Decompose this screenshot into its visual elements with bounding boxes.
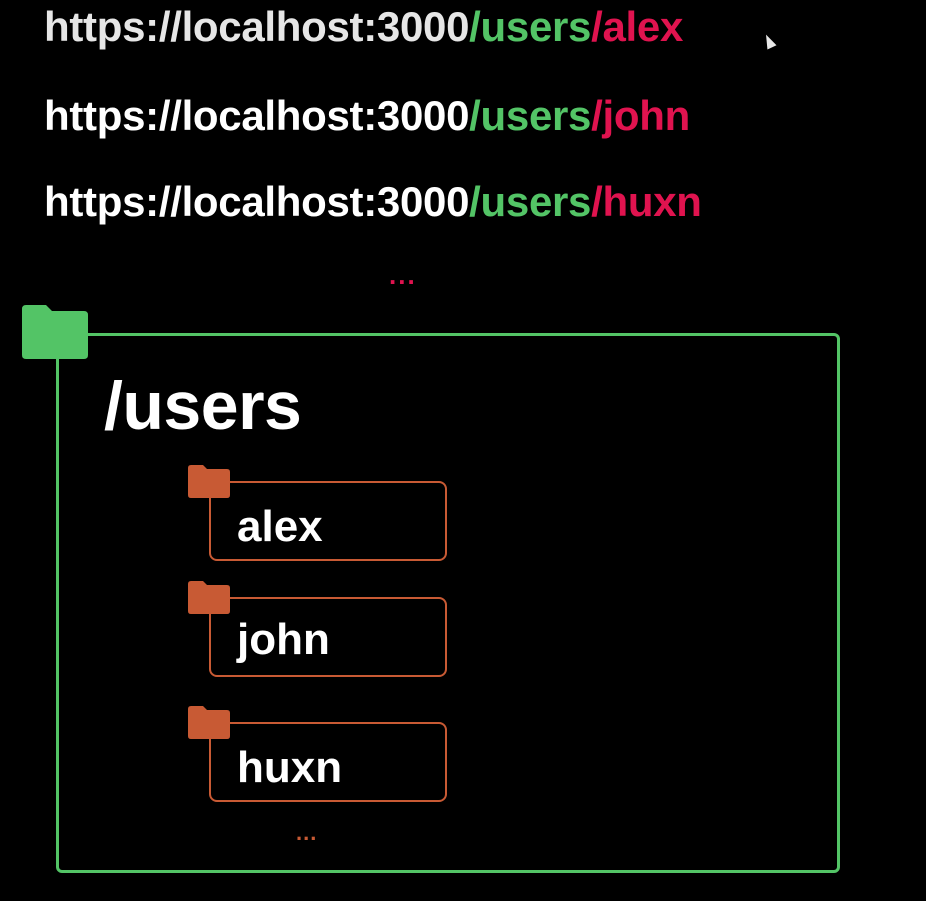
child-folder-label: john <box>237 615 330 664</box>
folder-icon <box>188 581 230 614</box>
url-segment-users: users <box>480 178 592 225</box>
child-folder-label: alex <box>237 502 323 551</box>
users-folder-box <box>56 333 840 873</box>
child-folder-box-huxn <box>209 722 447 802</box>
url-line-john: https://localhost:3000/users/john <box>44 95 690 137</box>
folder-icon <box>22 305 88 359</box>
children-ellipsis: ... <box>296 820 318 845</box>
url-param: alex <box>602 3 684 50</box>
url-line-alex: https://localhost:3000/users/alex <box>44 6 683 48</box>
url-param: john <box>602 92 690 139</box>
url-line-huxn: https://localhost:3000/users/huxn <box>44 181 702 223</box>
child-folder-box-john <box>209 597 447 677</box>
folder-icon <box>188 465 230 498</box>
url-slash: / <box>591 92 603 139</box>
users-folder-title: /users <box>104 368 302 444</box>
url-segment-users: users <box>480 3 592 50</box>
url-slash: / <box>469 3 481 50</box>
url-slash: / <box>591 3 603 50</box>
url-slash: / <box>591 178 603 225</box>
url-param: huxn <box>602 178 702 225</box>
child-folder-box-alex <box>209 481 447 561</box>
url-base: https://localhost:3000 <box>44 178 470 225</box>
cursor-icon <box>761 32 777 50</box>
url-slash: / <box>469 92 481 139</box>
url-segment-users: users <box>480 92 592 139</box>
url-slash: / <box>469 178 481 225</box>
folder-icon <box>188 706 230 739</box>
url-ellipsis: ... <box>389 260 417 290</box>
url-base: https://localhost:3000 <box>44 92 470 139</box>
child-folder-label: huxn <box>237 743 343 792</box>
url-base: https://localhost:3000 <box>44 3 470 50</box>
